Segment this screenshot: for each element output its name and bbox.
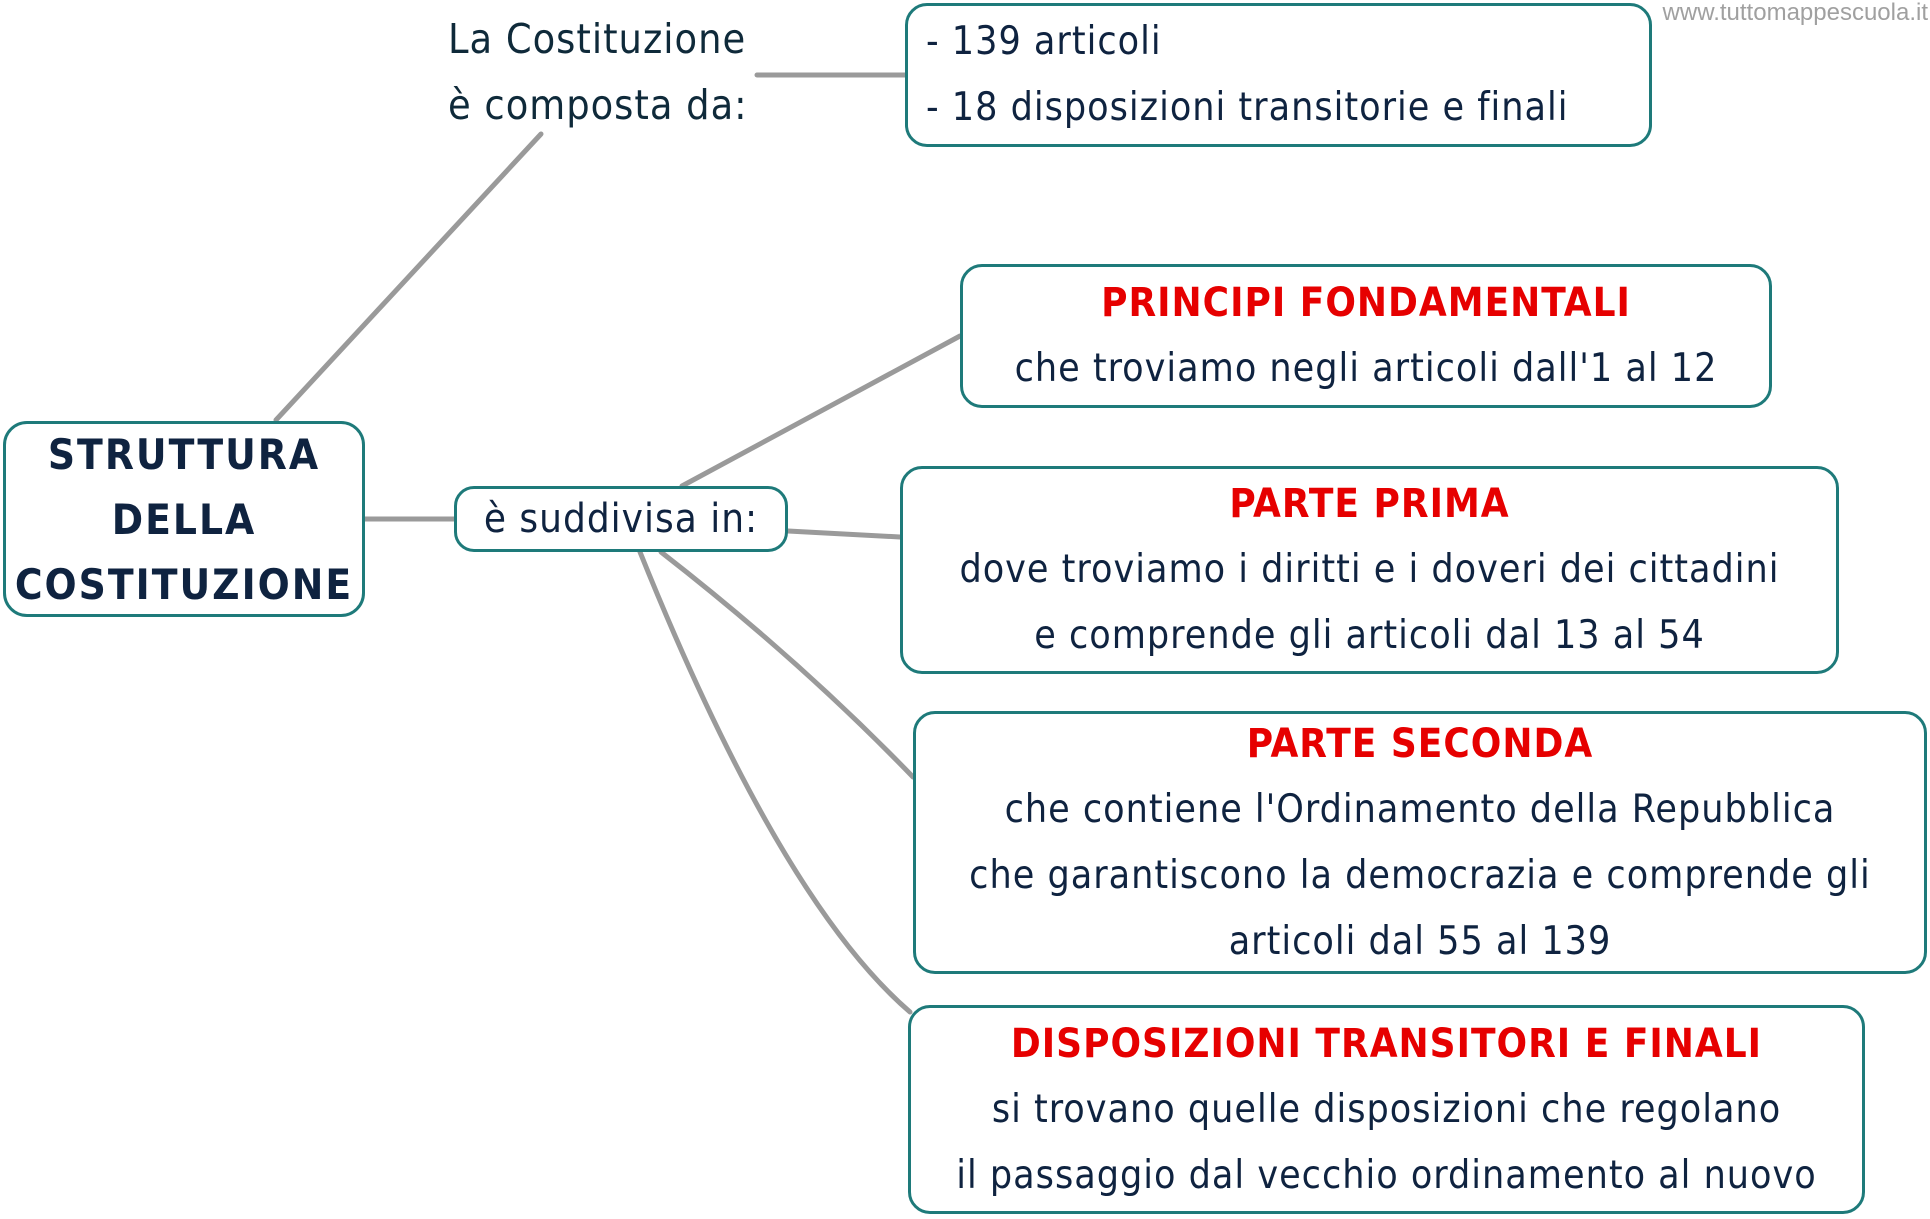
parte-prima-node[interactable]: PARTE PRIMA dove troviamo i diritti e i … — [900, 466, 1839, 674]
root-title-line: COSTITUZIONE — [14, 559, 354, 609]
disposizioni-transitorie-node[interactable]: DISPOSIZIONI TRANSITORI E FINALI si trov… — [908, 1005, 1865, 1214]
node-title: DISPOSIZIONI TRANSITORI E FINALI — [1010, 1020, 1763, 1067]
watermark: www.tuttomappescuola.it — [1662, 0, 1928, 26]
composition-items-node[interactable]: - 139 articoli - 18 disposizioni transit… — [905, 3, 1652, 147]
composition-label-line: è composta da: — [448, 81, 748, 129]
connector-division-to-principi — [679, 333, 963, 489]
composition-label-line: La Costituzione — [448, 15, 747, 63]
division-node[interactable]: è suddivisa in: — [454, 486, 788, 552]
composition-item: - 139 articoli — [926, 19, 1162, 64]
node-text: si trovano quelle disposizioni che regol… — [991, 1086, 1782, 1132]
division-label: è suddivisa in: — [483, 496, 759, 542]
node-text: che troviamo negli articoli dall'1 al 12 — [1014, 346, 1718, 391]
connector-division-to-disposizioni — [637, 549, 913, 1015]
node-title: PARTE SECONDA — [1246, 720, 1594, 767]
node-text: articoli dal 55 al 139 — [1228, 918, 1612, 964]
node-text: il passaggio dal vecchio ordinamento al … — [956, 1152, 1817, 1198]
node-text: dove troviamo i diritti e i doveri dei c… — [959, 547, 1780, 592]
principi-fondamentali-node[interactable]: PRINCIPI FONDAMENTALI che troviamo negli… — [960, 264, 1772, 408]
node-text: e comprende gli articoli dal 13 al 54 — [1034, 613, 1705, 658]
connector-division-to-parte-seconda — [658, 549, 916, 780]
node-title: PRINCIPI FONDAMENTALI — [1101, 280, 1631, 326]
connector-root-to-composition — [273, 131, 544, 423]
node-text: che contiene l'Ordinamento della Repubbl… — [1004, 786, 1836, 832]
composition-item: - 18 disposizioni transitorie e finali — [926, 85, 1569, 130]
composition-label: La Costituzione è composta da: — [448, 6, 748, 138]
parte-seconda-node[interactable]: PARTE SECONDA che contiene l'Ordinamento… — [913, 711, 1927, 974]
root-node[interactable]: STRUTTURA DELLA COSTITUZIONE — [3, 421, 365, 617]
node-title: PARTE PRIMA — [1229, 481, 1510, 527]
root-title-line: STRUTTURA — [47, 429, 321, 479]
root-title-line: DELLA — [111, 494, 257, 544]
connector-division-to-parte-prima — [785, 528, 903, 540]
node-text: che garantiscono la democrazia e compren… — [969, 852, 1871, 898]
